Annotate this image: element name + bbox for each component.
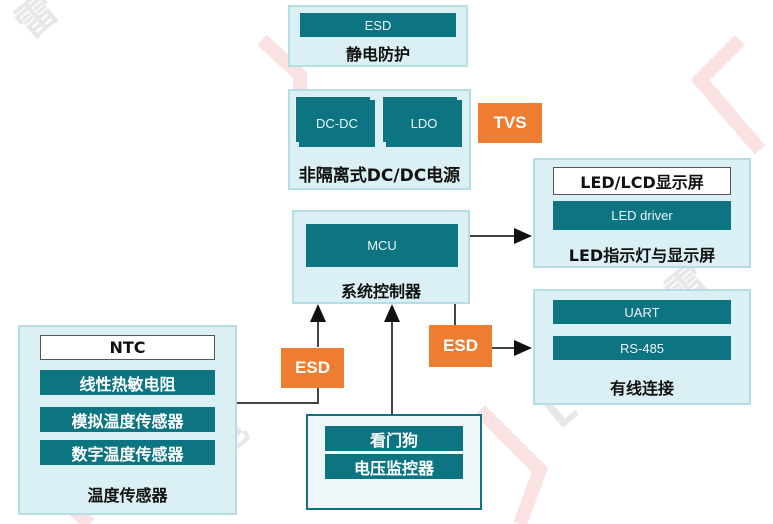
wired-esd-badge: ESD [429, 325, 492, 367]
ntc-header: NTC [40, 335, 215, 360]
esd-protection-panel: ESD 静电防护 [288, 5, 468, 67]
linear-thermistor-chip: 线性热敏电阻 [40, 370, 215, 395]
power-panel: DC-DC LDO 非隔离式DC/DC电源 [288, 89, 471, 190]
led-driver-chip: LED driver [553, 201, 731, 230]
wire-temp-to-esd [237, 388, 319, 404]
mcu-chip: MCU [306, 224, 458, 267]
mcu-caption: 系统控制器 [340, 282, 421, 301]
temperature-caption: 温度传感器 [87, 486, 168, 505]
wired-panel: UART RS-485 有线连接 [533, 289, 751, 405]
analog-temp-sensor-chip: 模拟温度传感器 [40, 407, 215, 432]
display-caption: LED指示灯与显示屏 [568, 246, 716, 265]
dcdc-chip: DC-DC [299, 100, 375, 147]
display-panel: LED/LCD显示屏 LED driver LED指示灯与显示屏 [533, 158, 751, 268]
temperature-panel: NTC 线性热敏电阻 模拟温度传感器 数字温度传感器 温度传感器 [18, 325, 237, 515]
uart-chip: UART [553, 300, 731, 324]
wired-caption: 有线连接 [609, 379, 674, 398]
mcu-panel: MCU 系统控制器 [292, 210, 470, 304]
temp-esd-badge: ESD [281, 348, 344, 388]
voltage-monitor-chip: 电压监控器 [325, 454, 463, 479]
ldo-chip: LDO [386, 100, 462, 147]
esd-protection-caption: 静电防护 [345, 45, 410, 64]
esd-chip: ESD [300, 13, 456, 37]
display-header: LED/LCD显示屏 [553, 167, 731, 195]
watchdog-chip: 看门狗 [325, 426, 463, 451]
tvs-badge: TVS [478, 103, 542, 143]
digital-temp-sensor-chip: 数字温度传感器 [40, 440, 215, 465]
power-caption: 非隔离式DC/DC电源 [298, 166, 461, 186]
supervisor-panel: 看门狗 电压监控器 [306, 414, 482, 510]
rs485-chip: RS-485 [553, 336, 731, 360]
